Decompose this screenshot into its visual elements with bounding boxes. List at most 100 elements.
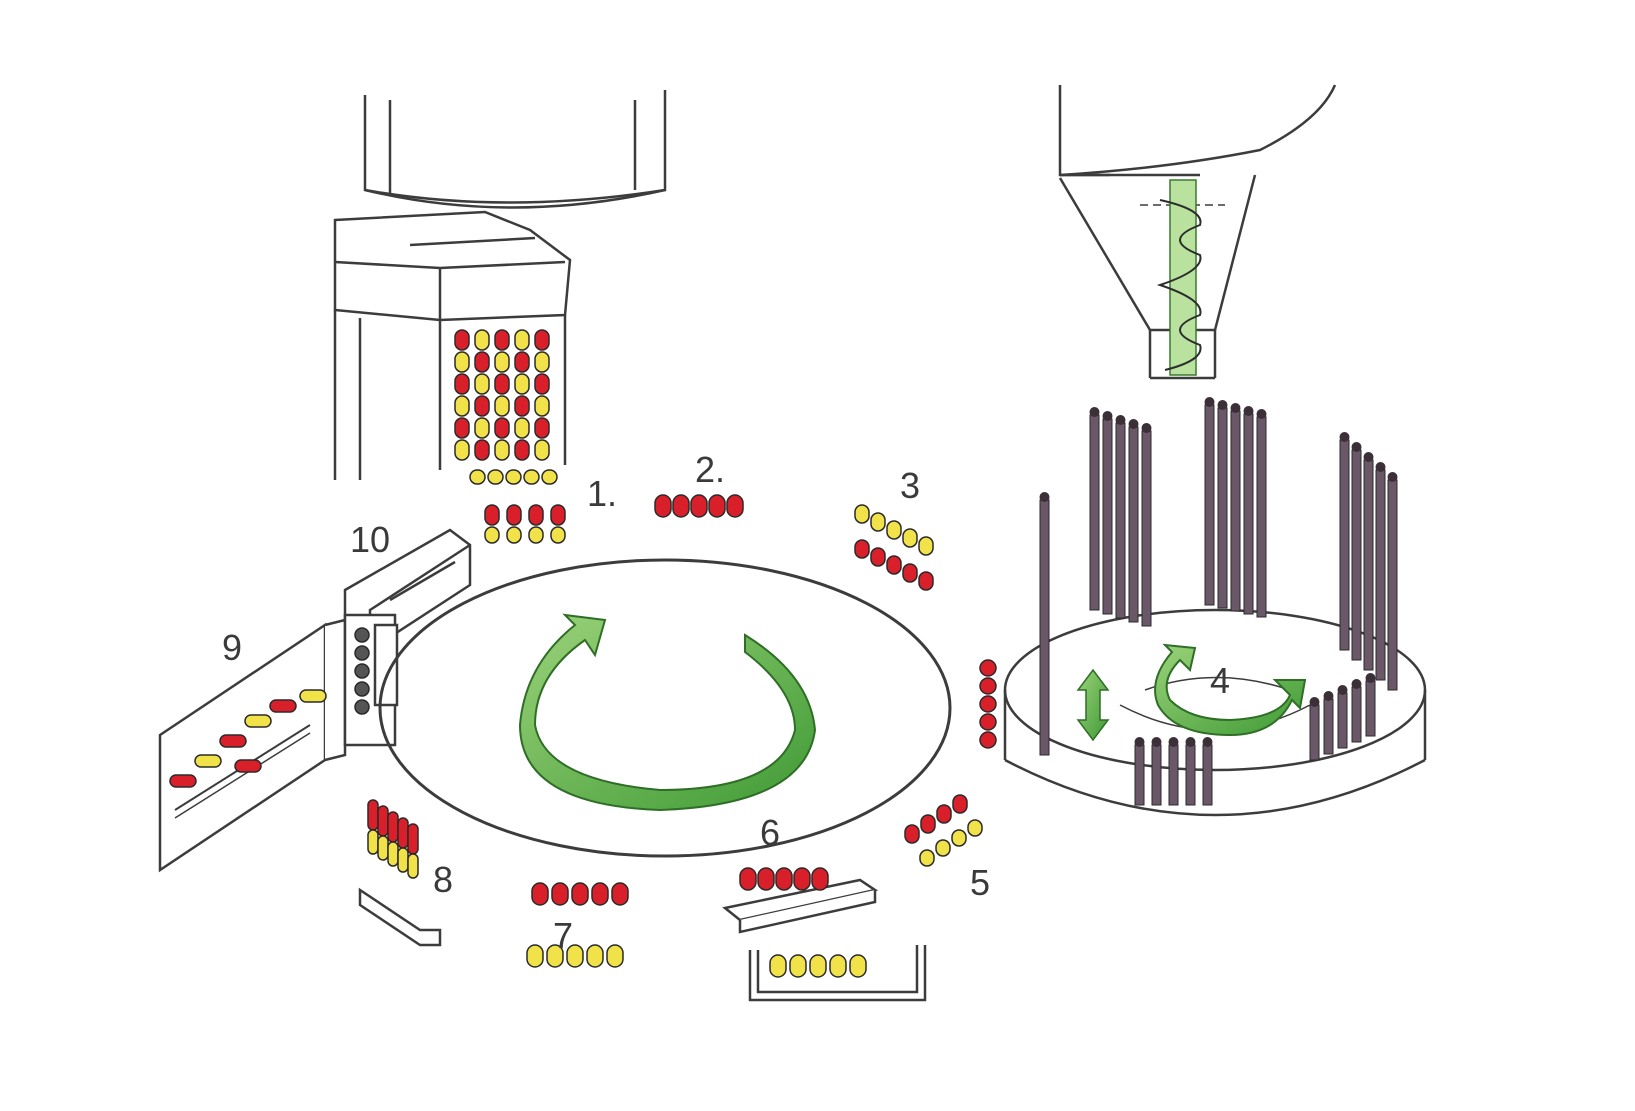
tamping-pin <box>1217 407 1228 609</box>
panel-slot <box>354 681 370 697</box>
powder-hopper <box>1058 84 1337 380</box>
tamping-pin-head <box>1102 411 1113 421</box>
station-label-3: 3 <box>900 465 921 506</box>
hopper-capsule <box>474 439 490 461</box>
discharged-capsule <box>244 714 272 728</box>
auger-screw <box>1156 179 1202 376</box>
station3-cap <box>902 563 918 583</box>
side-capsule <box>979 677 997 695</box>
capsule-groups <box>169 329 997 978</box>
discharged-capsule <box>234 759 262 773</box>
hopper-capsule <box>534 417 550 439</box>
station5-cap <box>952 794 968 814</box>
hopper-capsule <box>514 417 530 439</box>
station8-cap <box>407 823 419 855</box>
station7-cap <box>571 882 589 906</box>
hopper-capsule <box>474 395 490 417</box>
tamping-pin-head <box>1217 400 1228 410</box>
short-pin-head <box>1151 737 1162 747</box>
short-pin <box>1151 744 1162 806</box>
hopper-capsule <box>494 439 510 461</box>
tamping-pin-head <box>1089 407 1100 417</box>
tamping-pins <box>1039 397 1398 806</box>
rectified-capsule <box>541 469 558 485</box>
station3-cap <box>886 555 902 575</box>
hopper-capsule <box>514 439 530 461</box>
tray-capsule <box>849 954 867 978</box>
short-pin-head <box>1134 737 1145 747</box>
station8-body <box>377 835 389 861</box>
rectifier-housing <box>333 310 567 480</box>
hopper-capsule <box>514 329 530 351</box>
station7-body <box>566 944 584 968</box>
discharged-capsule <box>269 699 297 713</box>
hopper-capsule <box>534 351 550 373</box>
tamping-pin-head <box>1128 419 1139 429</box>
station-label-1: 1. <box>587 473 618 514</box>
short-pin <box>1365 680 1376 737</box>
station6-cap <box>757 867 775 891</box>
tamping-pin-head <box>1256 409 1267 419</box>
station-label-7: 7 <box>553 915 574 956</box>
short-pin-head <box>1202 737 1213 747</box>
station8-cap <box>367 799 379 831</box>
discharged-capsule <box>194 754 222 768</box>
tray-capsule <box>769 954 787 978</box>
tamping-pin <box>1128 426 1139 623</box>
station1-cap <box>528 504 544 526</box>
hopper-capsule <box>534 439 550 461</box>
short-pin-head <box>1351 679 1362 689</box>
short-pin <box>1168 744 1179 806</box>
station3-body <box>918 536 934 556</box>
vertical-double-arrow <box>1076 668 1110 742</box>
hopper-capsule <box>534 329 550 351</box>
hopper-capsule <box>514 351 530 373</box>
station6-cap <box>793 867 811 891</box>
tray-capsule <box>829 954 847 978</box>
tamping-pin <box>1141 430 1152 627</box>
discharge-panel <box>158 613 399 873</box>
rectified-capsule <box>523 469 540 485</box>
short-pin <box>1134 744 1145 806</box>
station-label-4: 4 <box>1210 660 1231 701</box>
tamping-pin-head <box>1375 462 1386 472</box>
hopper-capsule <box>474 373 490 395</box>
station2-cap <box>726 494 744 518</box>
tamping-pin-head <box>1243 406 1254 416</box>
station1-body <box>550 526 566 544</box>
station1-body <box>528 526 544 544</box>
hopper-capsule <box>534 373 550 395</box>
station8-body <box>407 853 419 879</box>
separation-block <box>358 887 442 947</box>
short-pin-head <box>1185 737 1196 747</box>
hopper-capsule <box>454 417 470 439</box>
side-capsule <box>979 659 997 677</box>
hopper-capsule <box>454 439 470 461</box>
tamping-pin-head <box>1339 432 1350 442</box>
short-pin <box>1351 686 1362 743</box>
station1-cap <box>484 504 500 526</box>
rotation-arrow-disc <box>1154 643 1307 737</box>
hopper-capsule <box>474 351 490 373</box>
station7-body <box>546 944 564 968</box>
station6-cap <box>775 867 793 891</box>
short-pin-head <box>1337 685 1348 695</box>
tamping-pin <box>1339 439 1350 651</box>
short-pin-head <box>1323 691 1334 701</box>
station8-cap <box>397 817 409 849</box>
station5-body <box>919 849 935 867</box>
station3-cap <box>918 571 934 591</box>
tamping-pin-head <box>1204 397 1215 407</box>
rectified-capsule <box>469 469 486 485</box>
capsule-hopper <box>333 90 667 322</box>
station-label-10: 10 <box>350 519 391 560</box>
station7-cap <box>591 882 609 906</box>
tamping-pin-head <box>1230 403 1241 413</box>
station6-cap <box>739 867 757 891</box>
station7-body <box>526 944 544 968</box>
station8-cap <box>387 811 399 843</box>
discharged-capsule <box>169 774 197 788</box>
station5-cap <box>936 804 952 824</box>
